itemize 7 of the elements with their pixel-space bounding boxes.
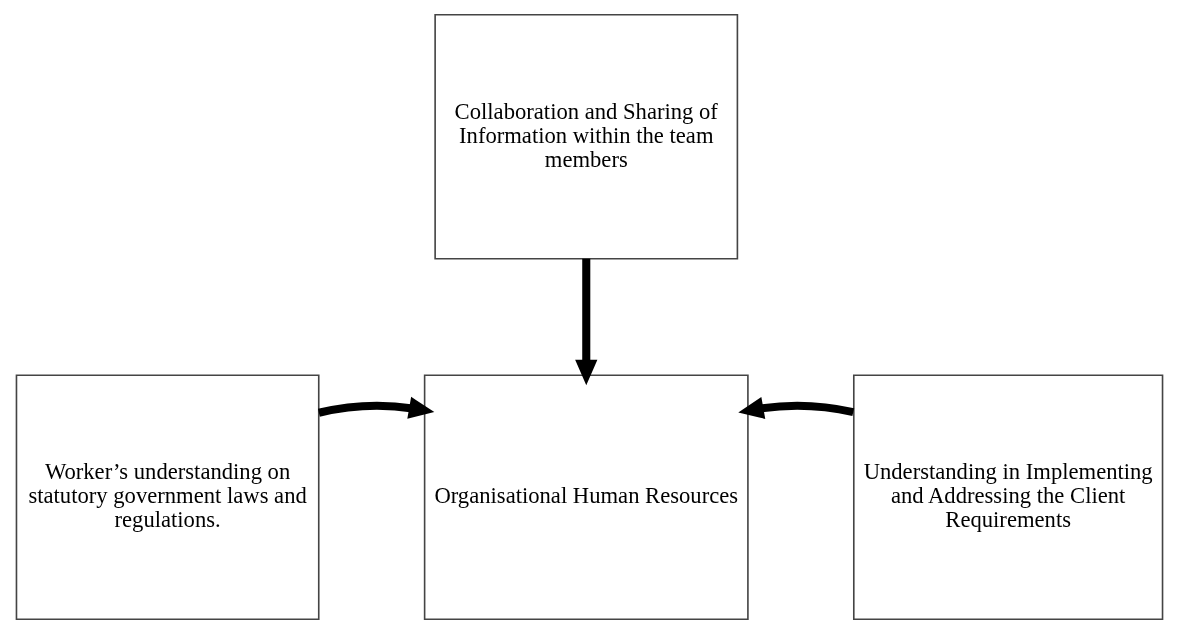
arrow — [318, 396, 435, 419]
arrow — [575, 258, 598, 386]
arrow — [738, 397, 855, 419]
node-box: Understanding in Implementing and Addressing the Client Requirements — [853, 374, 1164, 621]
node-box: Worker’s understanding on statutory government laws and regulations. — [15, 374, 320, 621]
node-box: Collaboration and Sharing of Information within the team members — [434, 13, 739, 260]
node-box: Organisational Human Resources — [423, 374, 749, 621]
